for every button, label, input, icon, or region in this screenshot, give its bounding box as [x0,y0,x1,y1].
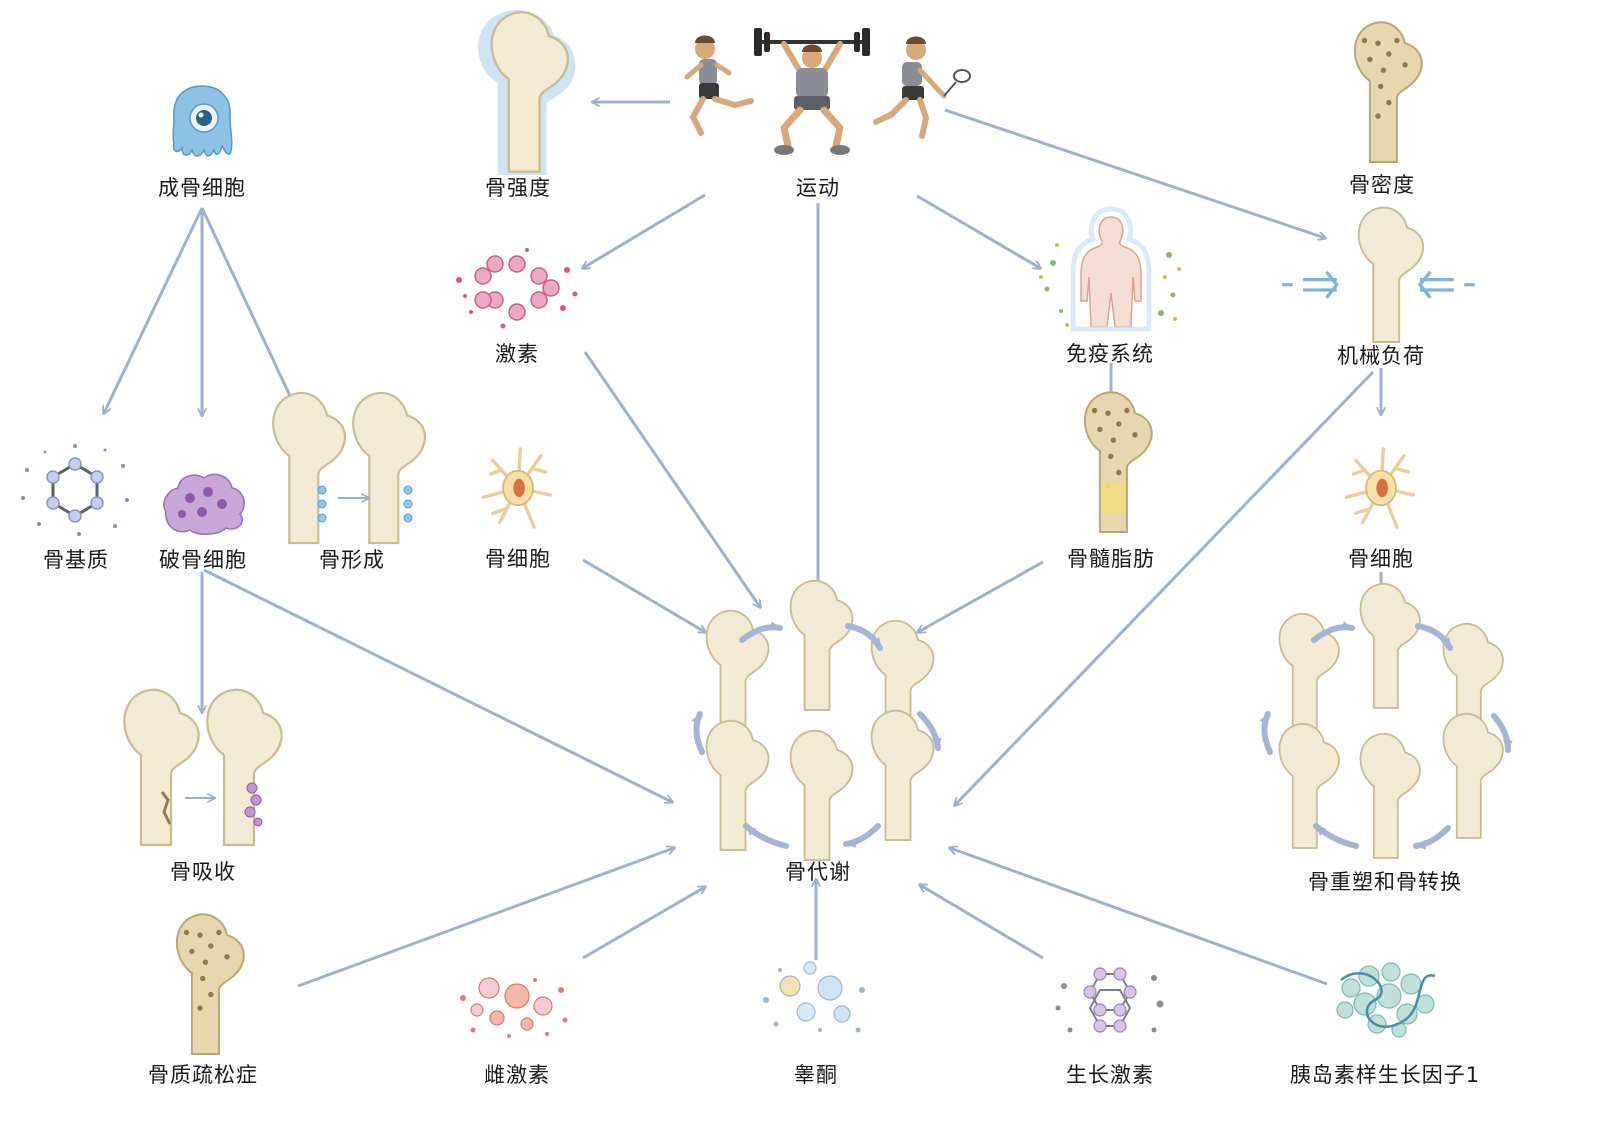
label-marrow-fat: 骨髓脂肪 [1067,547,1155,571]
human-body-icon [1039,206,1181,332]
testosterone-molecule-icon [763,961,865,1033]
marrow-femur-icon [1083,391,1153,534]
arrow-osteoclast-to-metabolism [203,568,672,802]
glowing-femur-icon [478,10,576,176]
arrow-osteoblast-to-matrix [104,207,204,413]
label-estrogen: 雌激素 [484,1063,550,1087]
label-igf1: 胰岛素样生长因子1 [1289,1063,1481,1087]
arrow-gh-to-metabolism [920,885,1044,960]
label-bone-strength: 骨强度 [485,176,551,200]
arrow-osteoporosis-to-metabolism [297,848,674,988]
osteoblast-cell-icon [172,85,233,157]
remodeling-cycle-icon [1259,582,1513,859]
growth-hormone-molecule-icon [1055,967,1164,1033]
athletes-icon [684,28,971,155]
matrix-molecule-icon [21,444,129,536]
label-testosterone: 睾酮 [794,1063,838,1087]
arrows [104,102,1381,988]
label-bone-resorption: 骨吸收 [170,860,236,884]
osteocyte-cell-icon [1344,447,1415,529]
arrow-exercise-to-immune [916,194,1040,268]
arrow-hormone-to-metabolism [583,351,760,607]
label-remodeling: 骨重塑和骨转换 [1308,870,1462,894]
igf1-protein-icon [1336,962,1436,1038]
label-bone-matrix: 骨基质 [43,548,109,572]
estrogen-molecule-icon [460,977,568,1038]
arrow-load-to-metabolism [955,370,1375,805]
label-osteocyte-right: 骨细胞 [1348,547,1414,571]
label-hormone: 激素 [495,342,539,366]
label-bone-metabolism: 骨代谢 [785,860,851,884]
label-osteocyte-left: 骨细胞 [485,547,551,571]
runner-figure [684,35,754,136]
arrow-estrogen-to-metabolism [582,887,705,960]
weightlifter-figure [754,28,870,155]
label-bone-formation: 骨形成 [319,548,385,572]
arrow-osteoblast-to-formation [200,207,298,413]
label-osteoblast: 成骨细胞 [158,176,246,200]
label-exercise: 运动 [796,176,840,200]
arrow-exercise-to-mechanical-load [944,108,1325,238]
arrow-igf1-to-metabolism [950,848,1328,986]
osteocyte-cell-icon [481,447,552,529]
arrow-marrow-fat-to-metabolism [918,560,1044,632]
femur-cross-section-icon [1353,21,1423,164]
hexagon-molecule-icon [456,248,578,329]
label-osteoporosis: 骨质疏松症 [148,1063,258,1087]
label-mechanical-load: 机械负荷 [1337,344,1425,368]
compressed-femur-icon [1282,206,1475,343]
osteoclast-cell-icon [163,473,245,535]
label-growth-hormone: 生长激素 [1066,1063,1154,1087]
remodeling-cycle-icon [691,579,942,861]
bone-formation-icon [272,391,427,545]
porous-femur-icon [175,913,245,1056]
arrow-exercise-to-hormone [583,193,706,268]
bone-resorption-icon [123,688,283,847]
arrow-osteocyte-to-metabolism [582,558,705,632]
label-osteoclast: 破骨细胞 [159,548,247,572]
label-immune-system: 免疫系统 [1066,342,1154,366]
label-bone-density: 骨密度 [1349,173,1415,197]
badminton-player-figure [873,36,971,139]
